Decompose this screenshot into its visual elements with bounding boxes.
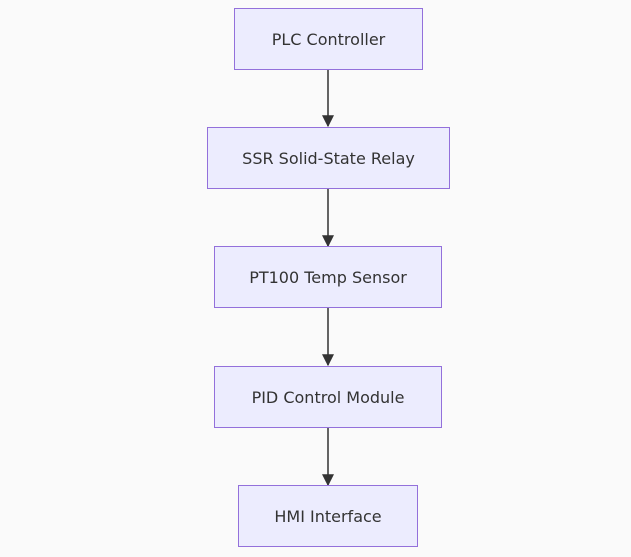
node-label: HMI Interface: [274, 506, 382, 526]
node-pid-control-module: PID Control Module: [214, 366, 442, 428]
node-hmi-interface: HMI Interface: [238, 485, 418, 547]
node-label: PLC Controller: [271, 29, 386, 49]
node-label: PT100 Temp Sensor: [249, 267, 407, 287]
node-pt100-temp-sensor: PT100 Temp Sensor: [214, 246, 442, 308]
node-label: SSR Solid-State Relay: [242, 148, 415, 168]
node-label: PID Control Module: [251, 387, 405, 407]
node-plc-controller: PLC Controller: [234, 8, 423, 70]
node-ssr-solid-state-relay: SSR Solid-State Relay: [207, 127, 450, 189]
